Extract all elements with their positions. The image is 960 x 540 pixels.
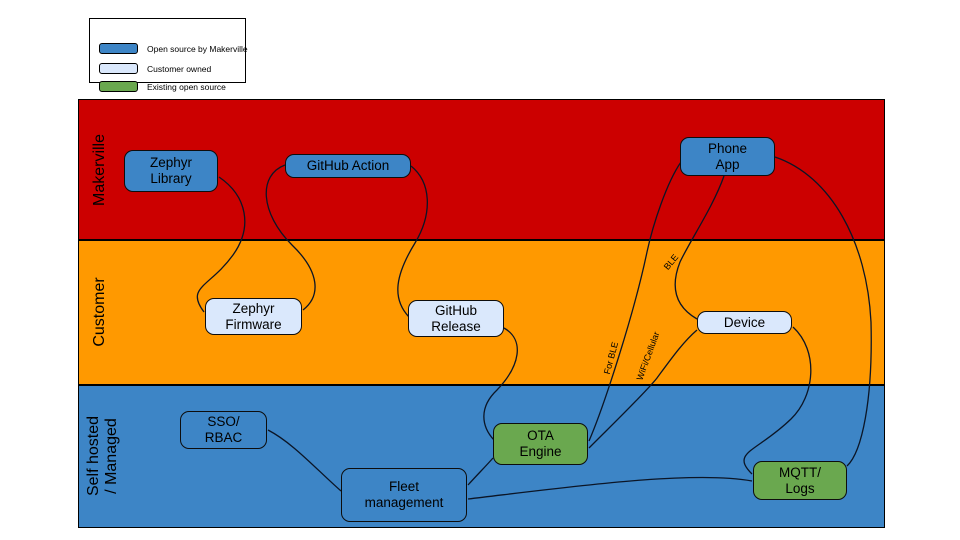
- node-github-action[interactable]: GitHub Action: [285, 154, 411, 178]
- node-zephyr-library[interactable]: Zephyr Library: [124, 150, 218, 192]
- node-fleet-management[interactable]: Fleet management: [341, 468, 467, 522]
- node-device[interactable]: Device: [697, 311, 792, 334]
- band-label-self-hosted: Self hosted / Managed: [85, 415, 120, 497]
- legend-label: Open source by Makerville: [147, 43, 248, 54]
- legend-swatch-icon: [99, 81, 138, 92]
- legend-label: Customer owned: [147, 63, 212, 74]
- node-phone-app[interactable]: Phone App: [680, 137, 775, 176]
- legend-item-existing-open-source: Existing open source: [99, 81, 226, 92]
- legend-label: Existing open source: [147, 81, 226, 92]
- node-ota-engine[interactable]: OTA Engine: [493, 423, 588, 465]
- band-self-hosted: [78, 385, 885, 528]
- node-zephyr-firmware[interactable]: Zephyr Firmware: [205, 298, 302, 335]
- node-github-release[interactable]: GitHub Release: [408, 300, 504, 337]
- band-label-customer: Customer: [91, 277, 108, 347]
- legend-swatch-icon: [99, 63, 138, 74]
- node-mqtt-logs[interactable]: MQTT/ Logs: [753, 461, 847, 500]
- node-sso-rbac[interactable]: SSO/ RBAC: [180, 411, 267, 449]
- legend-item-customer-owned: Customer owned: [99, 63, 211, 74]
- legend-swatch-icon: [99, 43, 138, 54]
- legend-item-open-source-makerville: Open source by Makerville: [99, 43, 248, 54]
- band-label-makerville: Makerville: [91, 133, 108, 207]
